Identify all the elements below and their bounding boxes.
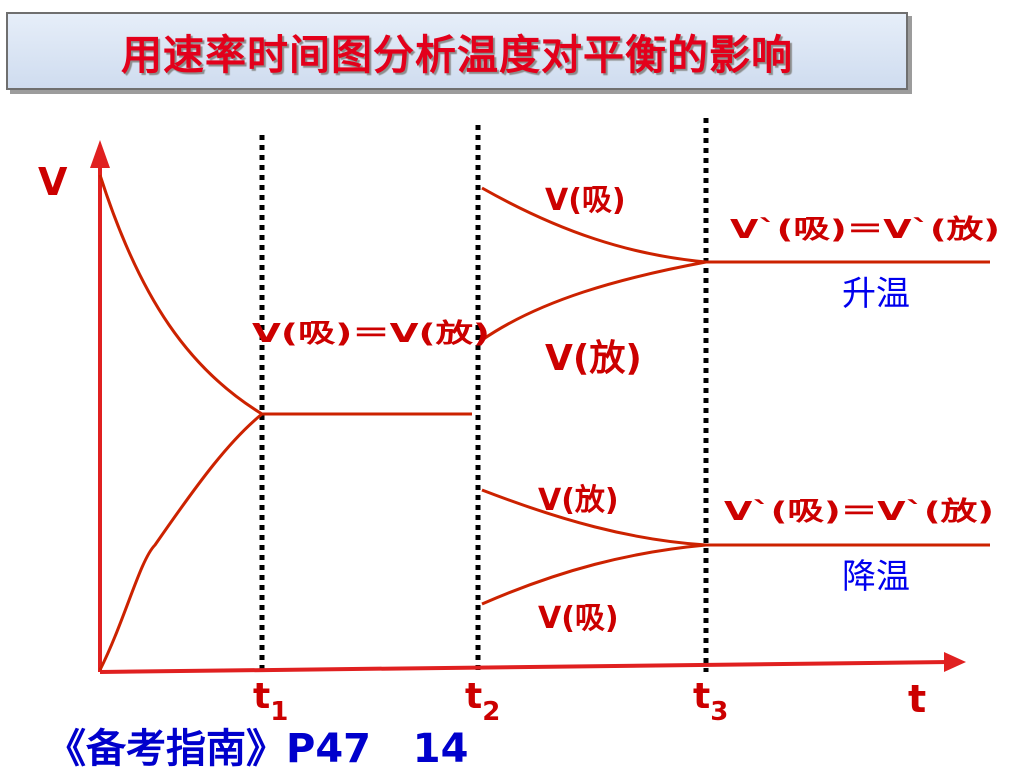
t2-mark-name: t bbox=[465, 676, 482, 717]
t3-mark-name: t bbox=[693, 676, 710, 717]
x-axis bbox=[99, 660, 951, 674]
cooling-equilibrium-label: V`(吸)＝V`(放) bbox=[724, 496, 994, 527]
x-axis-arrow bbox=[944, 652, 966, 672]
y-axis-label: V bbox=[38, 160, 68, 204]
t1-mark-name: t bbox=[253, 676, 270, 717]
title-banner: 用速率时间图分析温度对平衡的影响 bbox=[6, 12, 908, 90]
y-axis-arrow bbox=[90, 140, 110, 168]
cooling-exothermic-label: V(放) bbox=[538, 483, 619, 518]
heating-endothermic-rate-curve bbox=[481, 186, 707, 264]
t3-mark: t3 bbox=[693, 676, 728, 727]
cooling-case-label: 降温 bbox=[842, 557, 910, 597]
t1-mark-subscript: 1 bbox=[270, 697, 288, 727]
t3-mark-subscript: 3 bbox=[710, 697, 728, 727]
heating-equilibrium-label: V`(吸)＝V`(放) bbox=[730, 214, 1000, 245]
t2-mark-subscript: 2 bbox=[482, 697, 500, 727]
heating-endothermic-label: V(吸) bbox=[545, 183, 626, 218]
x-axis-label: t bbox=[908, 677, 926, 721]
page-title: 用速率时间图分析温度对平衡的影响 bbox=[121, 31, 793, 79]
cooling-endothermic-rate-curve bbox=[481, 543, 707, 606]
cooling-endothermic-label: V(吸) bbox=[538, 601, 619, 636]
initial-forward-rate-curve bbox=[98, 174, 263, 416]
cooling-exothermic-rate-curve bbox=[481, 488, 707, 547]
heating-exothermic-label: V(放) bbox=[545, 338, 642, 379]
footer-reference: 《备考指南》P47 14 bbox=[46, 726, 469, 772]
first-equilibrium-label: V(吸)＝V(放) bbox=[252, 318, 490, 349]
t2-mark: t2 bbox=[465, 676, 500, 727]
heating-case-label: 升温 bbox=[842, 274, 910, 314]
t1-mark: t1 bbox=[253, 676, 288, 727]
heating-exothermic-rate-curve bbox=[481, 260, 707, 342]
initial-reverse-rate-curve bbox=[98, 412, 263, 671]
